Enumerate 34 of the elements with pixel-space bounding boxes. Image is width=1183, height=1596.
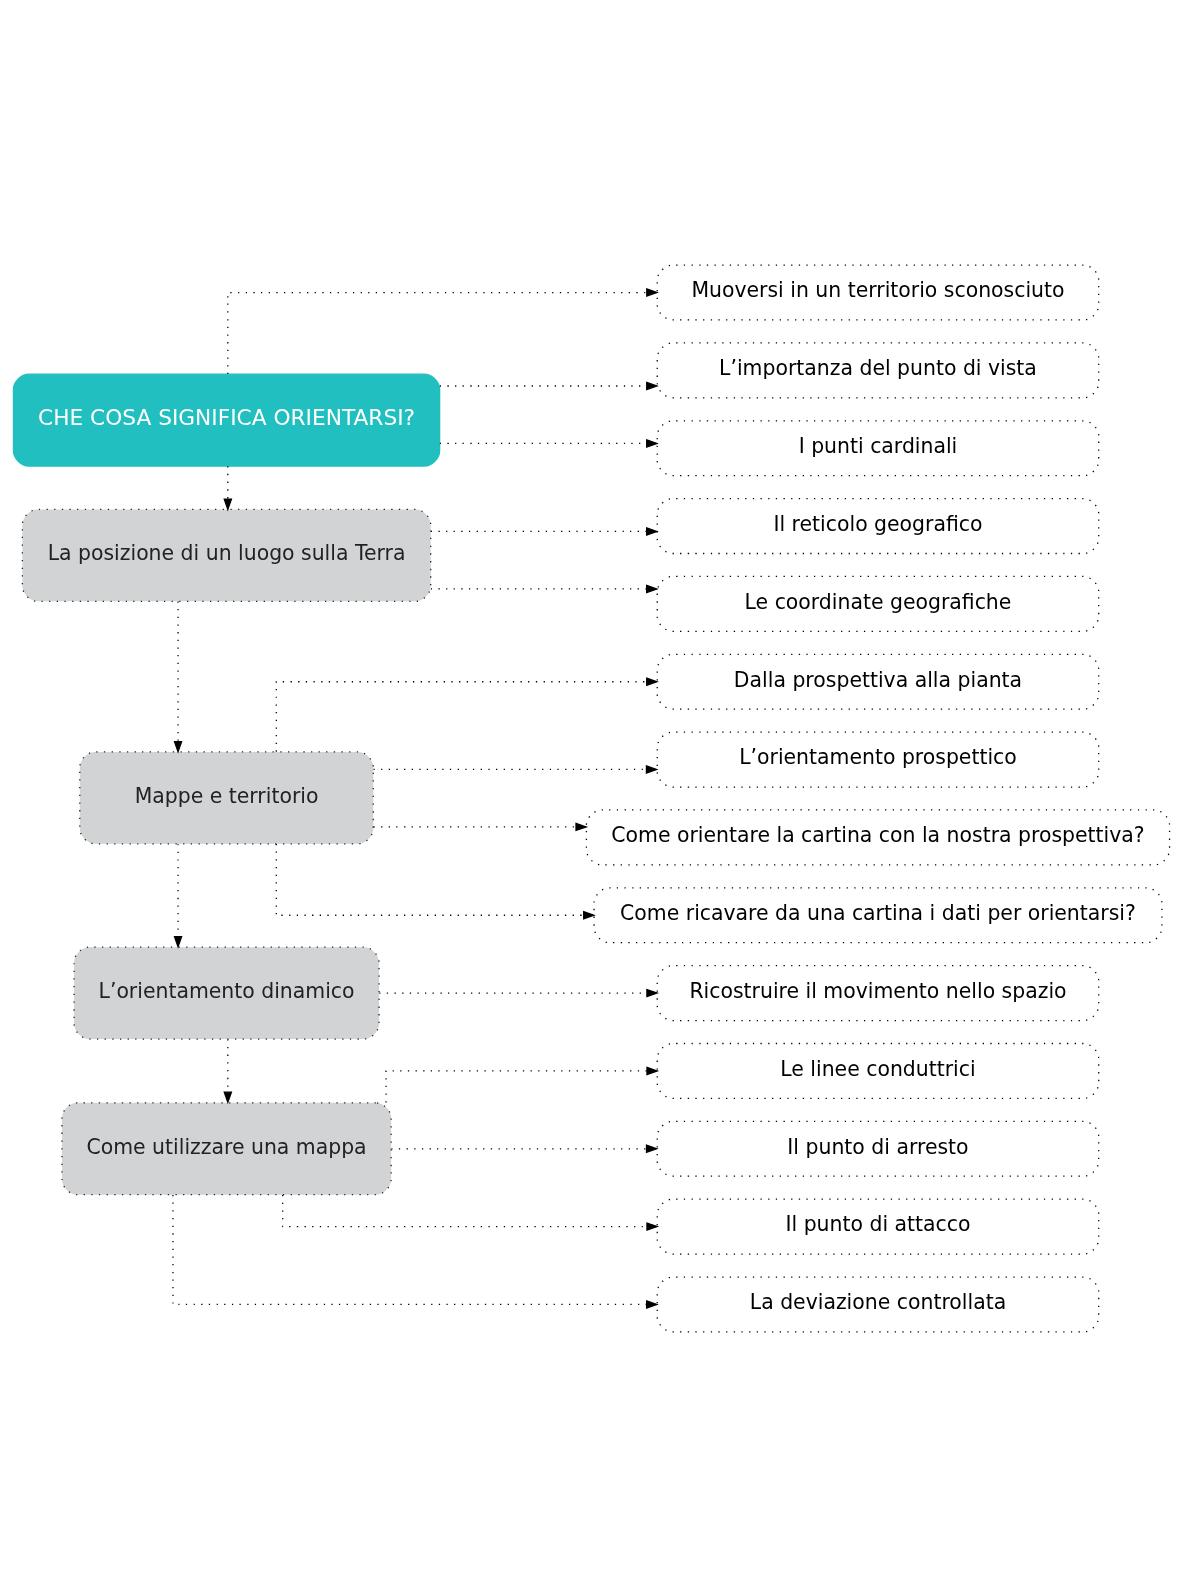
node-box: Muoversi in un territorio sconosciuto [656, 263, 1100, 321]
node-box: CHE COSA SIGNIFICA ORIENTARSI? [12, 373, 441, 467]
arrow [430, 583, 659, 593]
node-box: L’orientamento dinamico [73, 946, 380, 1040]
arrow [172, 1193, 659, 1309]
node-box: Come ricavare da una cartina i dati per orientarsi? [593, 886, 1163, 943]
arrow [223, 465, 233, 511]
arrow [378, 988, 660, 998]
node-box: Le linee conduttrici [656, 1042, 1100, 1099]
arrow [227, 287, 659, 375]
node-box: La deviazione controllata [656, 1275, 1100, 1333]
node-box: Il punto di arresto [656, 1120, 1100, 1177]
arrow [223, 1038, 233, 1104]
node-box: I punti cardinali [656, 419, 1100, 476]
arrow [430, 526, 659, 536]
arrow [275, 842, 596, 920]
arrow [385, 1065, 660, 1103]
arrow [439, 381, 659, 390]
arrow [439, 438, 659, 448]
node-box: L’orientamento prospettico [656, 731, 1100, 788]
node-box: Le coordinate geografiche [656, 575, 1100, 632]
node-box: L’importanza del punto di vista [656, 341, 1100, 398]
node-box: Il punto di attacco [656, 1198, 1100, 1255]
node-box: Come utilizzare una mappa [61, 1101, 392, 1195]
arrow [173, 843, 183, 949]
arrow [390, 1143, 659, 1153]
node-box: La posizione di un luogo sulla Terra [21, 508, 432, 602]
arrow [282, 1193, 660, 1231]
node-box: Ricostruire il movimento nello spazio [656, 964, 1100, 1021]
node-box: Dalla prospettiva alla pianta [656, 653, 1100, 710]
node-box: Come orientare la cartina con la nostra prospettiva? [585, 808, 1171, 865]
node-box: Mappe e territorio [79, 750, 374, 844]
node-box: Il reticolo geografico [656, 497, 1100, 554]
arrow [275, 676, 659, 752]
